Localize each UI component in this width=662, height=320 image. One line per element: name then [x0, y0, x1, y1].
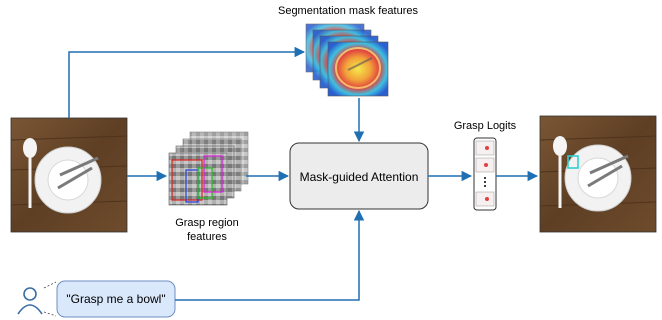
grasp-logits-label: Grasp Logits	[454, 120, 517, 132]
output-image	[539, 115, 657, 233]
arrow-query-to-attention	[175, 209, 365, 301]
grasp-region-label-line1: Grasp region	[175, 217, 239, 229]
query-text: "Grasp me a bowl"	[66, 292, 165, 306]
arrow-input-to-segmentation	[68, 46, 306, 118]
grasp-region-feature-stack	[168, 131, 249, 206]
input-image	[10, 117, 128, 233]
vertical-ellipsis-icon	[484, 177, 486, 187]
segmentation-feature-stack	[305, 23, 389, 97]
grasp-logits-stack	[473, 137, 497, 211]
attention-label: Mask-guided Attention	[300, 170, 419, 184]
grasp-highlight	[567, 155, 579, 169]
query-box	[56, 280, 176, 318]
user-icon	[17, 287, 43, 315]
grasp-region-label-line2: features	[187, 231, 227, 243]
segmentation-label: Segmentation mask features	[278, 5, 419, 17]
